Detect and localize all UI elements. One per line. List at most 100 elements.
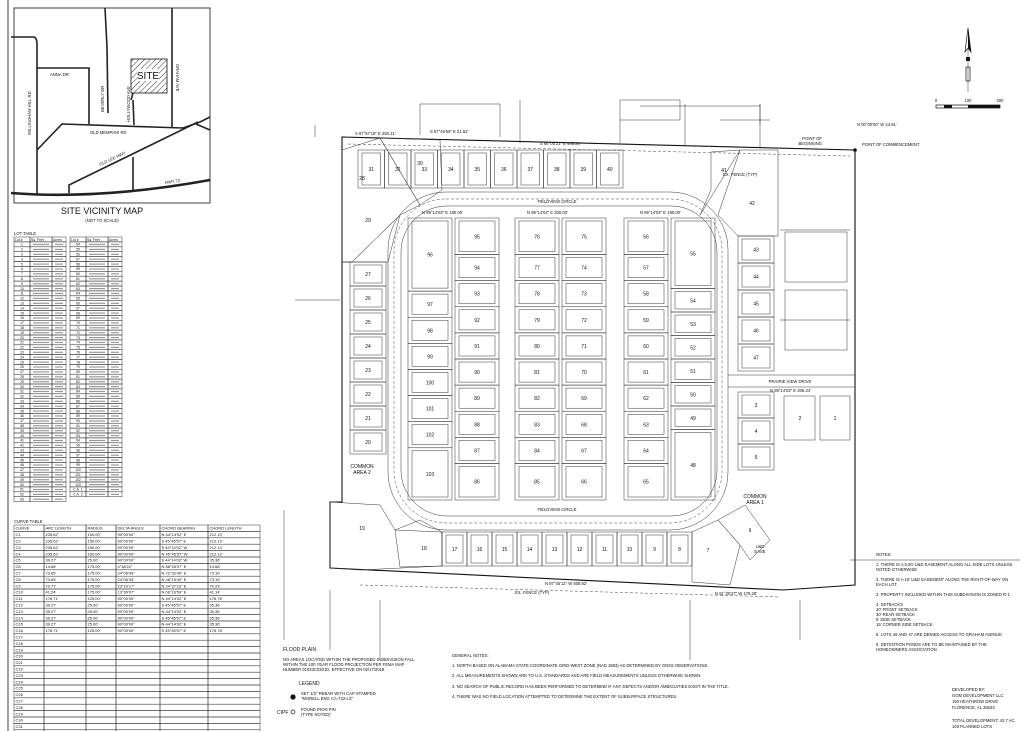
lot[interactable]: 89 bbox=[454, 384, 500, 412]
lot[interactable]: 63 bbox=[623, 410, 669, 438]
lot[interactable]: 68 bbox=[561, 410, 607, 438]
lot[interactable]: 64 bbox=[623, 437, 669, 464]
lot[interactable]: 102 bbox=[407, 421, 453, 449]
lot[interactable]: 31 bbox=[357, 149, 385, 189]
lot[interactable]: 59 bbox=[623, 306, 669, 334]
lot[interactable]: 44 bbox=[737, 262, 775, 291]
lot[interactable]: 60 bbox=[623, 332, 669, 360]
lot[interactable]: 5 bbox=[737, 443, 775, 471]
lot[interactable]: 92 bbox=[454, 306, 500, 334]
lot[interactable]: 61 bbox=[623, 358, 669, 386]
lot[interactable]: 54 bbox=[670, 288, 716, 313]
lot[interactable]: 36 bbox=[490, 149, 518, 189]
lot[interactable]: 2 bbox=[783, 395, 816, 441]
lot[interactable]: 46 bbox=[737, 316, 775, 345]
lot[interactable]: 7 bbox=[691, 519, 741, 586]
lot[interactable]: 85 bbox=[514, 463, 560, 501]
lot[interactable]: 71 bbox=[561, 332, 607, 360]
lot[interactable]: 49 bbox=[670, 405, 716, 430]
lot[interactable]: 48 bbox=[670, 429, 716, 501]
lot[interactable]: 90 bbox=[454, 358, 500, 386]
lot[interactable]: 43 bbox=[737, 235, 775, 264]
lot[interactable]: 39 bbox=[569, 149, 597, 189]
lot[interactable]: 27 bbox=[349, 261, 387, 287]
lot[interactable]: 93 bbox=[454, 280, 500, 308]
lot[interactable]: 86 bbox=[454, 463, 500, 501]
lot[interactable]: 67 bbox=[561, 437, 607, 464]
lot[interactable]: 58 bbox=[623, 280, 669, 308]
lot[interactable]: 83 bbox=[514, 410, 560, 438]
lot[interactable]: 57 bbox=[623, 254, 669, 281]
lot[interactable]: 35 bbox=[463, 149, 491, 189]
lot[interactable]: 13 bbox=[541, 531, 568, 567]
lot[interactable]: 12 bbox=[566, 531, 593, 567]
lot[interactable]: 97 bbox=[407, 290, 453, 318]
lot[interactable]: 66 bbox=[561, 463, 607, 501]
lot[interactable]: 65 bbox=[623, 463, 669, 501]
lot[interactable]: 15 bbox=[491, 531, 518, 567]
lot[interactable]: 17 bbox=[441, 531, 468, 567]
lot[interactable]: 20 bbox=[349, 429, 387, 455]
lot[interactable]: 75 bbox=[561, 217, 607, 255]
lot[interactable]: 29 bbox=[342, 214, 401, 263]
lot[interactable]: 45 bbox=[737, 289, 775, 318]
lot[interactable]: 21 bbox=[349, 405, 387, 431]
lot[interactable]: 74 bbox=[561, 254, 607, 281]
lot[interactable]: 4 bbox=[737, 417, 775, 445]
lot[interactable]: 101 bbox=[407, 395, 453, 422]
lot[interactable]: 78 bbox=[514, 280, 560, 308]
lot[interactable]: 14 bbox=[516, 531, 543, 567]
lot[interactable]: 38 bbox=[543, 149, 571, 189]
lot[interactable]: 51 bbox=[670, 358, 716, 383]
lot[interactable]: 40 bbox=[596, 149, 624, 189]
lot[interactable]: 42 bbox=[717, 149, 779, 237]
lot[interactable]: 55 bbox=[670, 217, 716, 289]
lot[interactable]: 56 bbox=[623, 217, 669, 255]
lot[interactable]: 100 bbox=[407, 369, 453, 396]
lot[interactable]: 9 bbox=[641, 531, 668, 567]
lot[interactable]: 30 bbox=[379, 137, 443, 206]
lot[interactable]: 80 bbox=[514, 332, 560, 360]
lot[interactable]: 69 bbox=[561, 384, 607, 412]
lot[interactable]: 33 bbox=[410, 149, 438, 189]
lot[interactable]: 95 bbox=[454, 217, 500, 255]
lot[interactable]: 1 bbox=[819, 395, 851, 441]
lot[interactable]: 18 bbox=[394, 519, 443, 568]
lot[interactable]: 28 bbox=[341, 137, 421, 263]
lot[interactable]: 26 bbox=[349, 285, 387, 311]
lot[interactable]: 10 bbox=[616, 531, 643, 567]
lot[interactable]: 99 bbox=[407, 343, 453, 370]
lot[interactable]: 37 bbox=[516, 149, 544, 189]
lot[interactable]: 77 bbox=[514, 254, 560, 281]
lot[interactable]: 91 bbox=[454, 332, 500, 360]
lot[interactable]: 24 bbox=[349, 333, 387, 359]
lot[interactable]: 98 bbox=[407, 316, 453, 344]
lot[interactable]: 87 bbox=[454, 437, 500, 464]
lot[interactable]: 72 bbox=[561, 306, 607, 334]
lot[interactable]: 96 bbox=[407, 217, 453, 292]
lot[interactable]: 41 bbox=[699, 149, 741, 216]
lot[interactable]: 22 bbox=[349, 381, 387, 407]
lot[interactable]: 88 bbox=[454, 410, 500, 438]
lot[interactable]: 53 bbox=[670, 311, 716, 336]
lot[interactable]: 84 bbox=[514, 437, 560, 464]
lot[interactable]: 16 bbox=[466, 531, 493, 567]
lot[interactable]: 81 bbox=[514, 358, 560, 386]
lot[interactable]: 3 bbox=[737, 391, 775, 419]
lot[interactable]: 23 bbox=[349, 357, 387, 383]
lot[interactable]: 52 bbox=[670, 335, 716, 360]
lot[interactable]: 19 bbox=[329, 501, 443, 571]
lot[interactable]: 8 bbox=[666, 531, 693, 567]
lot[interactable]: 6 bbox=[717, 504, 771, 561]
lot[interactable]: 94 bbox=[454, 254, 500, 281]
lot[interactable]: 25 bbox=[349, 309, 387, 335]
lot[interactable]: 79 bbox=[514, 306, 560, 334]
lot[interactable]: 62 bbox=[623, 384, 669, 412]
lot[interactable]: 32 bbox=[384, 149, 412, 189]
lot[interactable]: 11 bbox=[591, 531, 618, 567]
lot[interactable]: 103 bbox=[407, 447, 453, 501]
lot[interactable]: 50 bbox=[670, 382, 716, 407]
lot[interactable]: 70 bbox=[561, 358, 607, 386]
lot[interactable]: 76 bbox=[514, 217, 560, 255]
lot[interactable]: 82 bbox=[514, 384, 560, 412]
